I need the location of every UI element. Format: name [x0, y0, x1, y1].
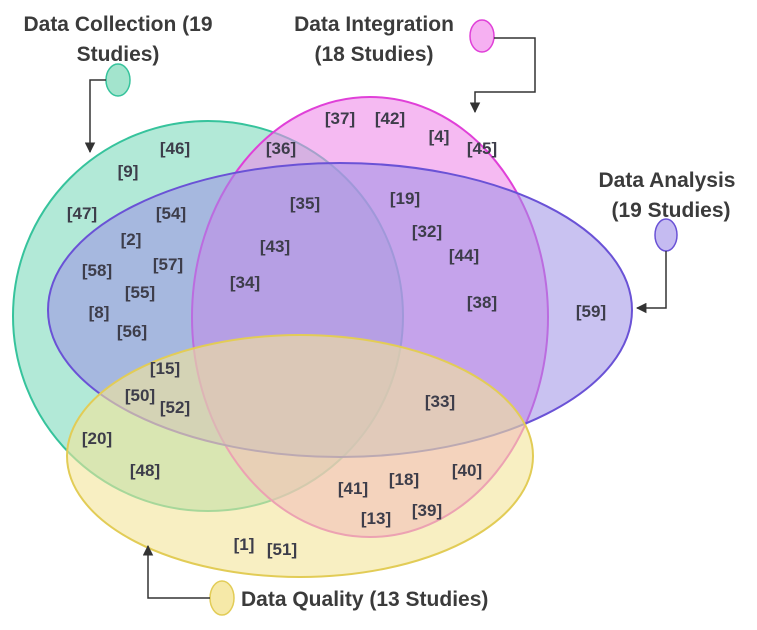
reference-label: [20] — [82, 429, 112, 448]
reference-label: [58] — [82, 261, 112, 280]
quality-badge — [209, 580, 235, 616]
reference-label: [46] — [160, 139, 190, 158]
integration-title-line2: (18 Studies) — [314, 43, 433, 66]
reference-label: [36] — [266, 139, 296, 158]
reference-label: [57] — [153, 255, 183, 274]
reference-label: [42] — [375, 109, 405, 128]
reference-label: [52] — [160, 398, 190, 417]
integration-arrow — [469, 37, 536, 114]
reference-label: [54] — [156, 204, 186, 223]
analysis-title-line2: (19 Studies) — [611, 199, 730, 222]
reference-label: [13] — [361, 509, 391, 528]
collection-title-line1: Data Collection (19 — [23, 13, 212, 36]
reference-label: [1] — [234, 535, 255, 554]
reference-label: [15] — [150, 359, 180, 378]
analysis-badge — [654, 218, 678, 252]
reference-label: [38] — [467, 293, 497, 312]
reference-label: [50] — [125, 386, 155, 405]
collection-badge — [105, 63, 131, 97]
reference-label: [39] — [412, 501, 442, 520]
collection-arrow — [84, 79, 106, 154]
reference-label: [51] — [267, 540, 297, 559]
reference-label: [55] — [125, 283, 155, 302]
reference-label: [18] — [389, 470, 419, 489]
reference-label: [43] — [260, 237, 290, 256]
collection-title-line2: Studies) — [77, 43, 160, 66]
reference-label: [32] — [412, 222, 442, 241]
reference-label: [40] — [452, 461, 482, 480]
analysis-title-line1: Data Analysis — [599, 169, 736, 192]
reference-label: [35] — [290, 194, 320, 213]
reference-label: [44] — [449, 246, 479, 265]
reference-label: [34] — [230, 273, 260, 292]
reference-label: [37] — [325, 109, 355, 128]
data-quality-set — [66, 334, 534, 578]
integration-badge — [469, 19, 495, 53]
reference-label: [47] — [67, 204, 97, 223]
reference-label: [33] — [425, 392, 455, 411]
reference-label: [59] — [576, 302, 606, 321]
quality-arrow — [142, 544, 210, 599]
reference-label: [4] — [429, 127, 450, 146]
reference-label: [45] — [467, 139, 497, 158]
quality-title: Data Quality (13 Studies) — [241, 588, 488, 611]
reference-label: [8] — [89, 303, 110, 322]
reference-label: [48] — [130, 461, 160, 480]
reference-label: [41] — [338, 479, 368, 498]
reference-label: [56] — [117, 322, 147, 341]
reference-label: [9] — [118, 162, 139, 181]
reference-label: [19] — [390, 189, 420, 208]
reference-label: [2] — [121, 230, 142, 249]
integration-title-line1: Data Integration — [294, 13, 454, 36]
analysis-arrow — [635, 251, 667, 314]
